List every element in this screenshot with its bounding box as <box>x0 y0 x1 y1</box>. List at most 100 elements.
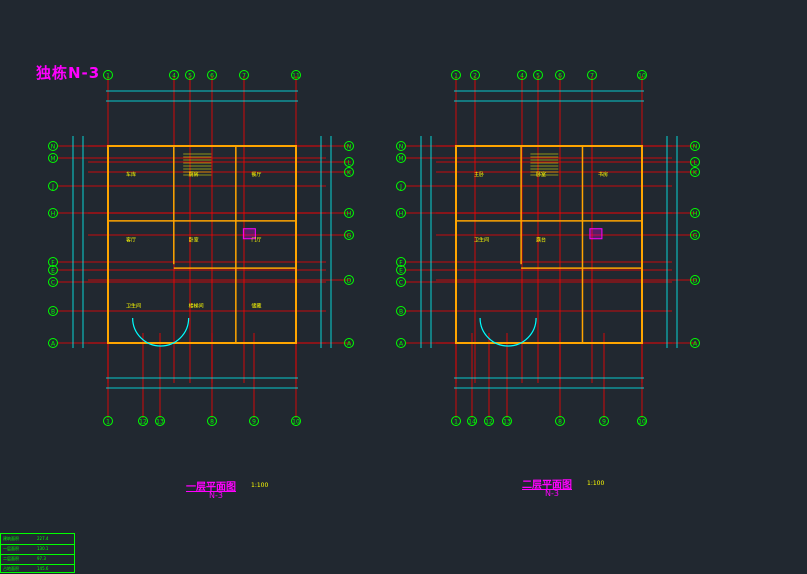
axis-bubble-label: 1 <box>106 72 110 79</box>
plan2-subtitle: N-3 <box>545 489 559 498</box>
axis-bubble-top <box>451 70 461 80</box>
axis-bubble-label: 13 <box>503 418 511 425</box>
axis-bubble-bottom <box>451 416 461 426</box>
room-label: 卧室 <box>189 237 199 244</box>
room-label: 客厅 <box>126 237 136 244</box>
axis-bubble-label: F <box>399 259 403 266</box>
axis-bubble-left <box>396 338 406 348</box>
outer-wall <box>455 145 643 344</box>
axis-bubble-bottom <box>103 416 113 426</box>
room-label: 书房 <box>598 171 608 178</box>
axis-bubble-left <box>48 257 58 267</box>
axis-bubble-label: J <box>399 183 402 190</box>
axis-bubble-label: N <box>693 143 698 150</box>
axis-bubble-label: 14 <box>468 418 476 425</box>
axis-bubble-right <box>690 141 700 151</box>
axis-bubble-label: 13 <box>156 418 164 425</box>
outer-wall <box>107 145 297 344</box>
room-label: 车库 <box>126 171 136 178</box>
axis-bubble-left <box>396 181 406 191</box>
axis-bubble-top <box>239 70 249 80</box>
axis-bubble-right <box>344 338 354 348</box>
axis-bubble-right <box>690 338 700 348</box>
axis-bubble-label: 6 <box>558 72 562 79</box>
curved-bay-wall <box>479 317 537 347</box>
axis-bubble-label: 12 <box>485 418 493 425</box>
axis-bubble-label: D <box>693 277 698 284</box>
axis-bubble-label: 5 <box>536 72 540 79</box>
axis-bubble-label: H <box>347 210 352 217</box>
axis-bubble-label: B <box>51 308 55 315</box>
room-label: 露台 <box>536 237 546 244</box>
axis-bubble-left <box>396 306 406 316</box>
plan1-scale: 1:100 <box>251 482 269 489</box>
axis-bubble-top <box>207 70 217 80</box>
axis-bubble-left <box>396 153 406 163</box>
axis-bubble-label: 8 <box>558 418 562 425</box>
axis-bubble-label: 5 <box>188 72 192 79</box>
axis-bubble-left <box>48 153 58 163</box>
axis-bubble-left <box>48 338 58 348</box>
plan1-title: 一层平面图 <box>186 482 236 493</box>
room-label: 卧室 <box>536 171 546 178</box>
axis-bubble-label: F <box>51 259 55 266</box>
axis-bubble-label: A <box>399 340 404 347</box>
axis-bubble-left <box>48 141 58 151</box>
axis-bubble-label: E <box>399 267 403 274</box>
axis-bubble-label: A <box>693 340 698 347</box>
axis-bubble-label: 9 <box>252 418 256 425</box>
axis-bubble-label: 6 <box>210 72 214 79</box>
axis-bubble-label: 2 <box>473 72 477 79</box>
axis-bubble-label: G <box>693 232 698 239</box>
axis-bubble-top <box>533 70 543 80</box>
axis-bubble-label: A <box>347 340 352 347</box>
axis-bubble-label: 1 <box>454 72 458 79</box>
axis-bubble-top <box>555 70 565 80</box>
axis-bubble-label: 12 <box>139 418 147 425</box>
axis-bubble-label: L <box>693 159 697 166</box>
axis-bubble-right <box>344 208 354 218</box>
axis-bubble-label: B <box>399 308 403 315</box>
plan2-scale: 1:100 <box>587 480 605 487</box>
axis-bubble-bottom <box>502 416 512 426</box>
axis-bubble-label: D <box>347 277 352 284</box>
plan1-subtitle: N-3 <box>209 491 223 500</box>
axis-bubble-label: 1 <box>454 418 458 425</box>
axis-bubble-label: E <box>51 267 55 274</box>
bathroom-highlight <box>242 228 256 240</box>
axis-bubble-label: H <box>399 210 404 217</box>
axis-bubble-label: 10 <box>638 418 646 425</box>
axis-bubble-label: 1 <box>106 418 110 425</box>
axis-bubble-label: 7 <box>242 72 246 79</box>
axis-bubble-bottom <box>155 416 165 426</box>
room-label: 储藏 <box>251 302 261 309</box>
bathroom-highlight <box>589 228 603 240</box>
axis-bubble-label: A <box>51 340 56 347</box>
axis-bubble-right <box>344 275 354 285</box>
axis-bubble-top <box>185 70 195 80</box>
axis-bubble-label: 9 <box>602 418 606 425</box>
axis-bubble-label: 4 <box>172 72 176 79</box>
axis-bubble-right <box>344 230 354 240</box>
axis-bubble-label: 8 <box>210 418 214 425</box>
axis-bubble-label: 10 <box>638 72 646 79</box>
axis-bubble-right <box>690 167 700 177</box>
axis-bubble-label: M <box>50 155 55 162</box>
axis-bubble-top <box>637 70 647 80</box>
axis-bubble-bottom <box>484 416 494 426</box>
axis-bubble-top <box>169 70 179 80</box>
axis-bubble-top <box>517 70 527 80</box>
axis-bubble-bottom <box>291 416 301 426</box>
axis-bubble-label: 11 <box>292 72 300 79</box>
axis-bubble-left <box>48 265 58 275</box>
axis-bubble-label: K <box>347 169 352 176</box>
axis-bubble-left <box>396 265 406 275</box>
room-label: 主卧 <box>474 171 484 178</box>
axis-bubble-top <box>103 70 113 80</box>
axis-bubble-label: 4 <box>520 72 524 79</box>
axis-bubble-right <box>690 208 700 218</box>
